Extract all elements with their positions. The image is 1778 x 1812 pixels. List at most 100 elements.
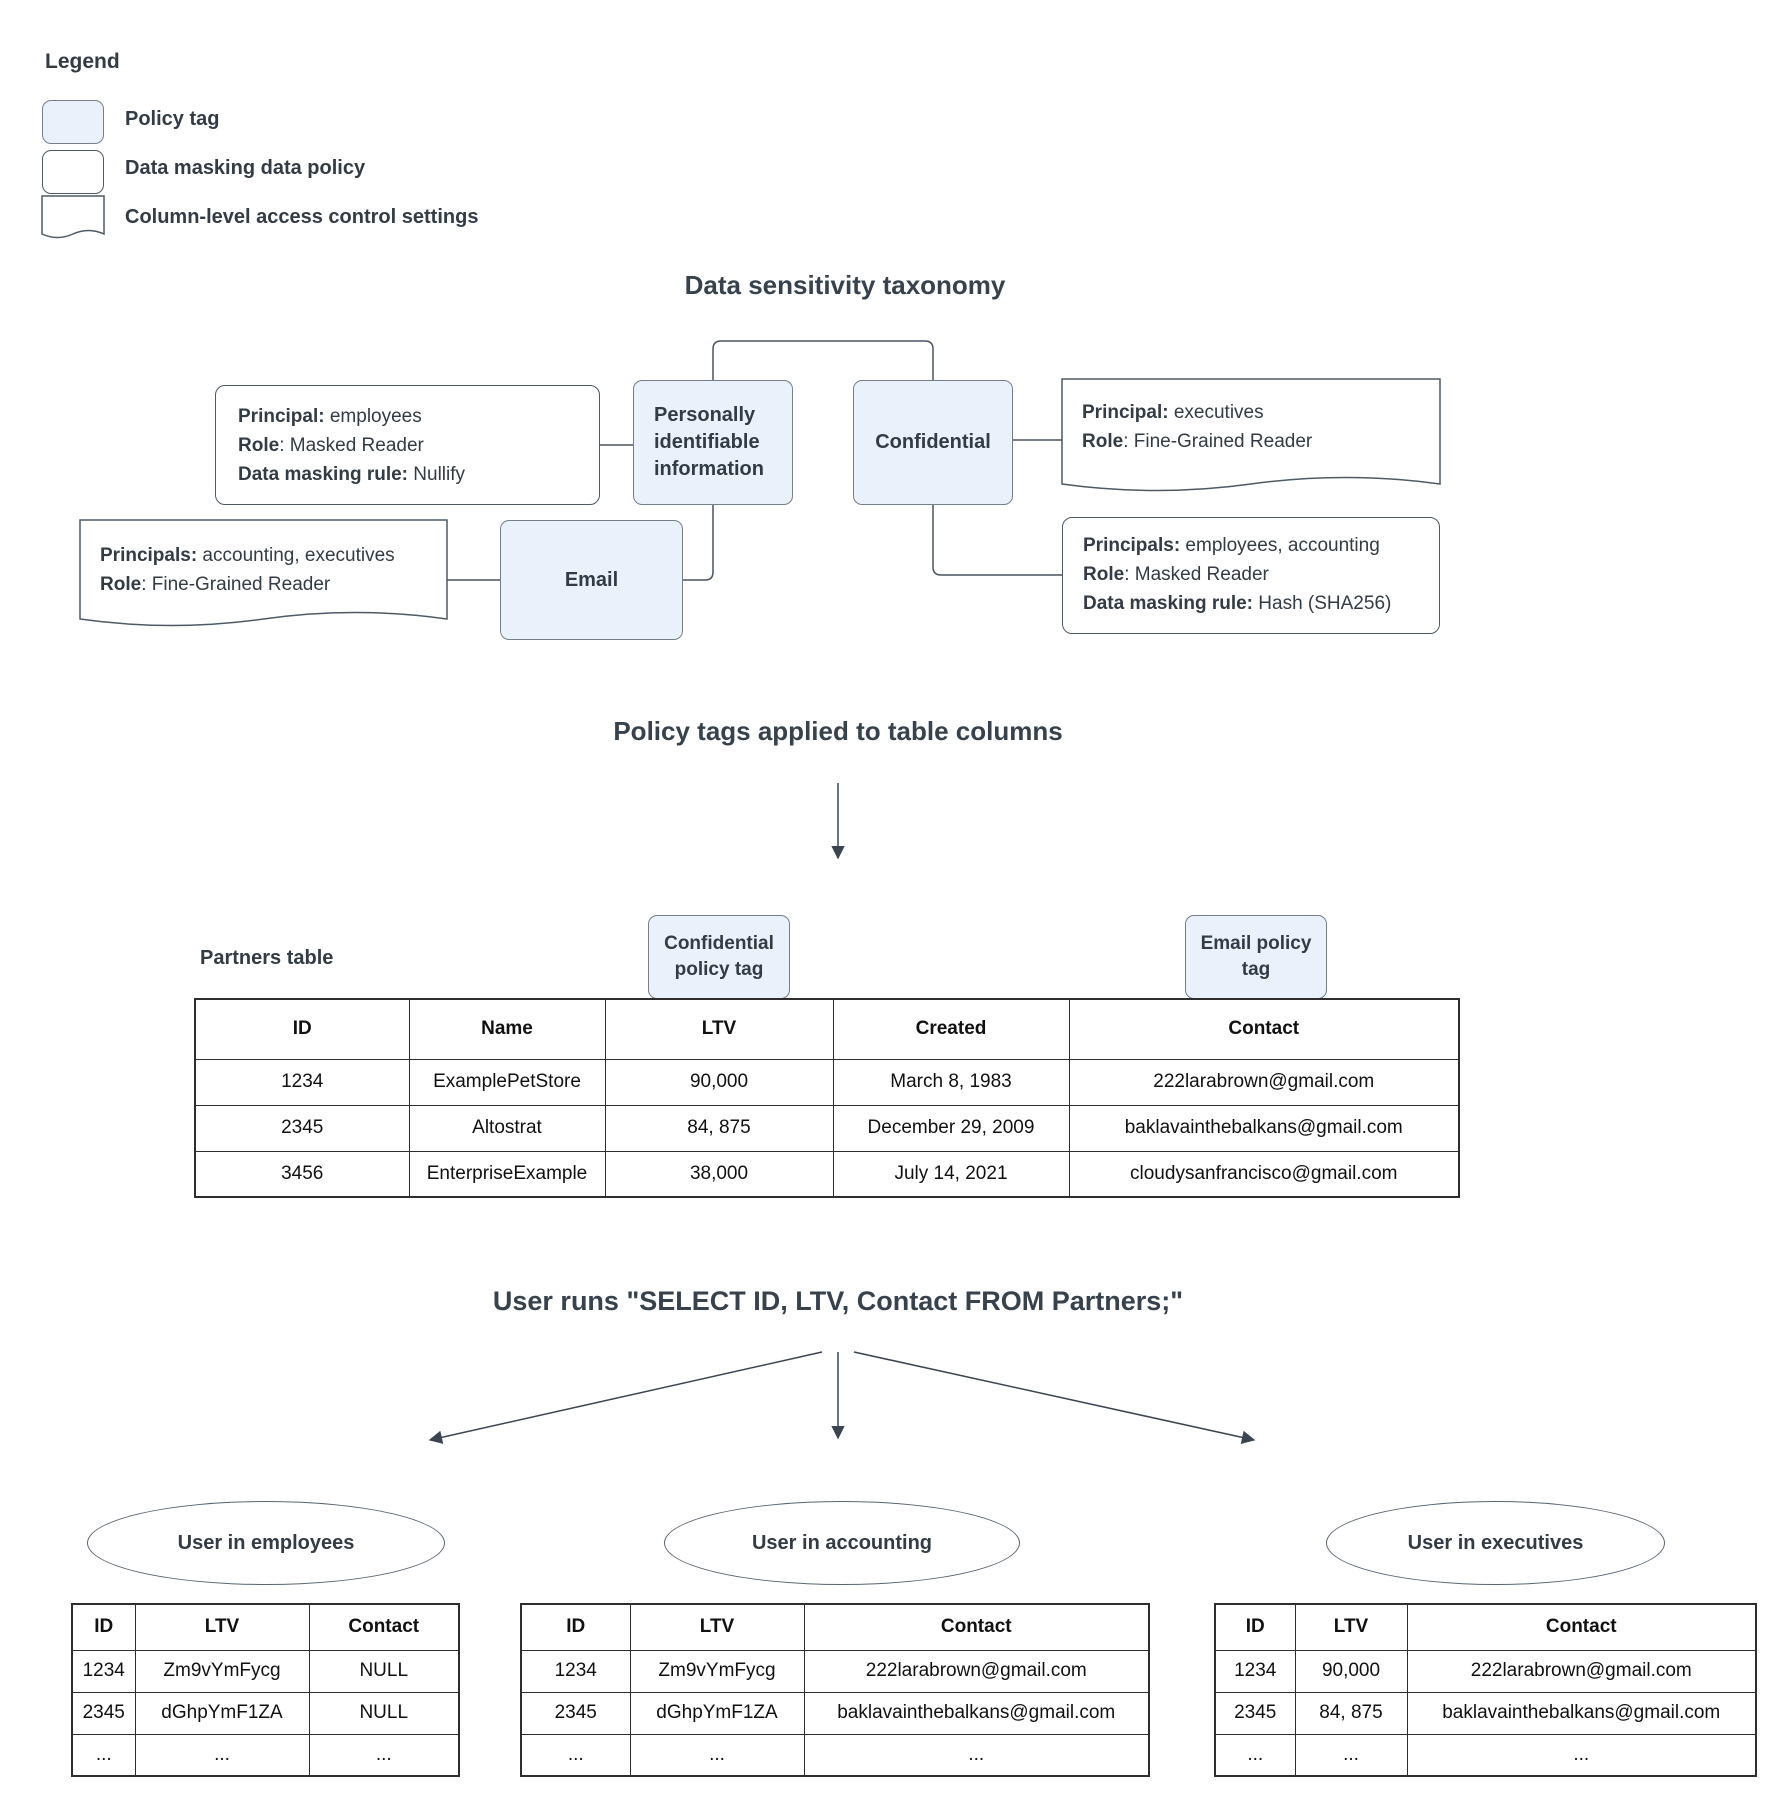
policy-tag-confidential: Confidential [853, 380, 1013, 505]
arrow-query-to-executives [853, 1351, 1256, 1444]
user-accounting-ellipse: User in accounting [664, 1501, 1020, 1585]
taxonomy-title: Data sensitivity taxonomy [684, 270, 1006, 300]
table-cell: 1234 [194, 1058, 410, 1106]
policy-line: Principal: employees [238, 406, 422, 427]
policy-line: Data masking rule: Hash (SHA256) [1083, 593, 1392, 614]
table-cell: ... [134, 1733, 310, 1777]
table-cell: 90,000 [604, 1058, 834, 1106]
table-cell: 3456 [194, 1150, 410, 1198]
table-cell: 1234 [71, 1649, 136, 1693]
user-employees-ellipse: User in employees [87, 1501, 445, 1585]
table-cell: 90,000 [1294, 1649, 1408, 1693]
column-header: Name [408, 998, 606, 1060]
policy-tag-pii: Personally identifiable information [633, 380, 793, 505]
column-header: Created [832, 998, 1070, 1060]
legend-item-access-control: Column-level access control settings [125, 206, 479, 228]
table-cell: ExamplePetStore [408, 1058, 606, 1106]
confidential-policy-tag-callout: Confidential policy tag [648, 915, 790, 999]
table-cell: Zm9vYmFycg [629, 1649, 805, 1693]
policy-line: Principals: employees, accounting [1083, 535, 1380, 556]
table-cell: 1234 [520, 1649, 631, 1693]
table-cell: dGhpYmF1ZA [629, 1691, 805, 1735]
connector-email-pii [683, 505, 714, 581]
accounting-access-shape [79, 519, 448, 627]
email-policy-tag-callout: Email policy tag [1185, 915, 1327, 999]
table-cell: 2345 [520, 1691, 631, 1735]
table-cell: dGhpYmF1ZA [134, 1691, 310, 1735]
executives-access-shape [1061, 378, 1441, 492]
table-cell: Altostrat [408, 1104, 606, 1152]
table-cell: baklavainthebalkans@gmail.com [803, 1691, 1150, 1735]
policy-tag-swatch [42, 100, 104, 144]
user-executives-ellipse: User in executives [1326, 1501, 1665, 1585]
column-header: ID [194, 998, 410, 1060]
column-header: ID [1214, 1603, 1296, 1651]
applied-title: Policy tags applied to table columns [613, 716, 1063, 746]
table-cell: ... [1214, 1733, 1296, 1777]
table-cell: cloudysanfrancisco@gmail.com [1068, 1150, 1460, 1198]
table-cell: ... [520, 1733, 631, 1777]
policy-tag-email: Email [500, 520, 683, 640]
column-header: ID [520, 1603, 631, 1651]
table-cell: 84, 875 [1294, 1691, 1408, 1735]
policy-line: Role: Fine-Grained Reader [100, 574, 331, 595]
arrow-query-to-employees [428, 1351, 823, 1444]
policy-line: Role: Fine-Grained Reader [1082, 431, 1313, 452]
table-cell: NULL [308, 1691, 460, 1735]
policy-line: Principal: executives [1082, 402, 1264, 423]
table-cell: 2345 [71, 1691, 136, 1735]
table-cell: EnterpriseExample [408, 1150, 606, 1198]
table-cell: ... [308, 1733, 460, 1777]
column-header: LTV [134, 1603, 310, 1651]
table-cell: ... [629, 1733, 805, 1777]
table-cell: 222larabrown@gmail.com [803, 1649, 1150, 1693]
policy-line: Principals: accounting, executives [100, 545, 395, 566]
query-title: User runs "SELECT ID, LTV, Contact FROM … [492, 1286, 1184, 1316]
table-cell: 2345 [194, 1104, 410, 1152]
table-cell: ... [1294, 1733, 1408, 1777]
table-cell: 222larabrown@gmail.com [1406, 1649, 1757, 1693]
connector-confidential-maskpolicy [932, 505, 1062, 576]
table-cell: 38,000 [604, 1150, 834, 1198]
column-header: Contact [308, 1603, 460, 1651]
column-header: LTV [604, 998, 834, 1060]
column-header: LTV [1294, 1603, 1408, 1651]
data-policy-swatch [42, 150, 104, 194]
table-cell: 222larabrown@gmail.com [1068, 1058, 1460, 1106]
column-header: Contact [803, 1603, 1150, 1651]
table-cell: ... [803, 1733, 1150, 1777]
legend-item-data-policy: Data masking data policy [125, 157, 366, 179]
table-cell: March 8, 1983 [832, 1058, 1070, 1106]
column-header: LTV [629, 1603, 805, 1651]
table-row: ......... [1214, 1733, 1757, 1777]
column-header: ID [71, 1603, 136, 1651]
connector-pii-confidential-bracket [712, 340, 934, 380]
table-cell: July 14, 2021 [832, 1150, 1070, 1198]
policy-line: Role: Masked Reader [1083, 564, 1269, 585]
table-cell: ... [71, 1733, 136, 1777]
table-cell: ... [1406, 1733, 1757, 1777]
policy-line: Role: Masked Reader [238, 435, 424, 456]
table-row: ......... [71, 1733, 460, 1777]
